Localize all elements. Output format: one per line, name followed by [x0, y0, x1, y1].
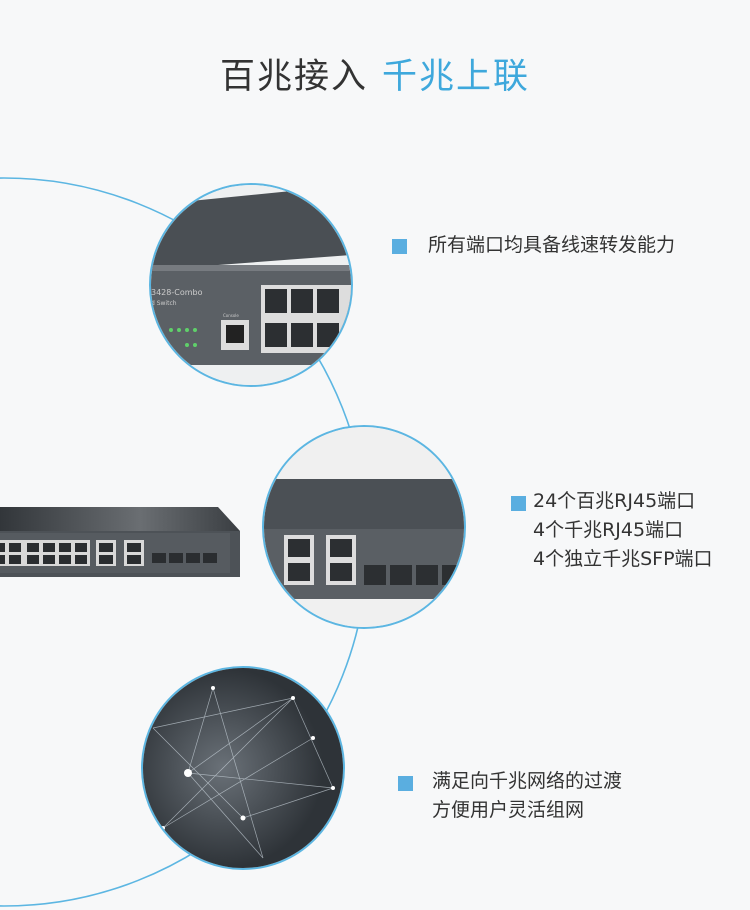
front-panel-closeup: 3428-Combo d Switch Console	[149, 183, 353, 387]
svg-text:d Switch: d Switch	[151, 300, 177, 307]
feature-text: 4个独立千兆SFP端口	[533, 548, 713, 570]
title-part-1: 百兆接入	[219, 57, 368, 97]
feature-text: 所有端口均具备线速转发能力	[428, 234, 676, 256]
network-graphic	[141, 666, 345, 870]
bullet-icon	[398, 776, 413, 791]
feature-text: 满足向千兆网络的过渡	[432, 770, 623, 792]
svg-text:3428-Combo: 3428-Combo	[151, 288, 203, 297]
title-part-2: 千兆上联	[382, 57, 531, 97]
feature-line-rate: 所有端口均具备线速转发能力	[428, 231, 675, 260]
page-title: 百兆接入千兆上联	[0, 48, 750, 99]
feature-migration: 满足向千兆网络的过渡 方便用户灵活组网	[432, 767, 622, 825]
feature-text: 4个千兆RJ45端口	[533, 519, 684, 541]
feature-text: 方便用户灵活组网	[432, 799, 585, 821]
svg-text:Console: Console	[223, 313, 239, 318]
feature-port-list: 24个百兆RJ45端口 4个千兆RJ45端口 4个独立千兆SFP端口	[533, 487, 713, 574]
bullet-icon	[511, 496, 526, 511]
switch-product-image	[0, 507, 240, 577]
bullet-icon	[392, 239, 407, 254]
uplink-ports-closeup	[262, 425, 466, 629]
feature-text: 24个百兆RJ45端口	[533, 490, 696, 512]
